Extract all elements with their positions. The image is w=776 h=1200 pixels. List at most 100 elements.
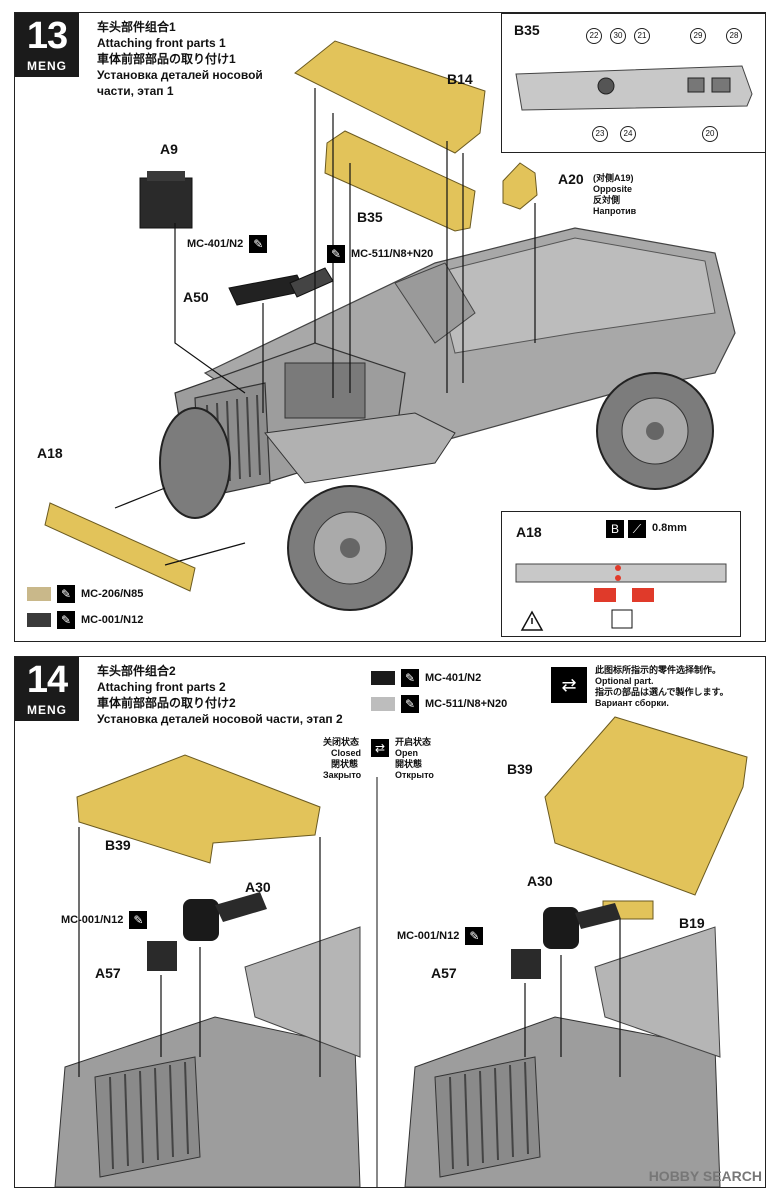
callout-20: 20	[702, 126, 718, 142]
brush-icon: ✎	[57, 611, 75, 629]
meng-logo: MENG	[27, 703, 67, 717]
inset-a18-label: A18	[516, 524, 542, 540]
guide-lines	[114, 88, 536, 566]
callout-24: 24	[620, 126, 636, 142]
bumper-a18	[44, 502, 196, 592]
part-a30-left	[183, 899, 219, 941]
grille-slots-left	[109, 1061, 189, 1170]
callout-28: 28	[726, 28, 742, 44]
callout-30: 30	[610, 28, 626, 44]
optional-icon: ⇄	[551, 667, 587, 703]
optional-cn: 此图标所指示的零件选择制作。	[595, 665, 722, 675]
step-14-badge: 14 MENG	[15, 657, 79, 721]
guide-lines-left	[78, 827, 321, 1077]
step-14-panel: 14 MENG 车头部件组合2 Attaching front parts 2 …	[14, 656, 766, 1188]
brush-icon: ✎	[129, 911, 148, 929]
paint-callout-right: MC-001/N12 ✎	[397, 927, 484, 945]
title-cn: 车头部件组合1	[97, 20, 176, 34]
title-cn: 车头部件组合2	[97, 664, 176, 678]
a20-note-ru: Напротив	[593, 206, 637, 216]
a20-note-en: Opposite	[593, 184, 633, 194]
windshield-right	[594, 926, 721, 1058]
inset-a18: A18 B ⟋ 0.8mm	[501, 511, 741, 637]
rear-wheel	[596, 372, 714, 490]
legend-code: MC-206/N85	[81, 588, 144, 600]
brush-icon: ✎	[327, 245, 345, 263]
label-a57-left: A57	[95, 965, 121, 981]
paint-callout-a50: MC-401/N2 ✎	[187, 235, 268, 253]
step-13-titles: 车头部件组合1 Attaching front parts 1 車体前部部品の取…	[97, 19, 263, 99]
jeep-cowl	[394, 262, 476, 344]
inset-b35-drawing	[515, 65, 753, 111]
left-front-wheel	[159, 407, 231, 519]
step-13-badge: 13 MENG	[15, 13, 79, 77]
label-a50: A50	[183, 289, 209, 305]
color-swatch	[371, 697, 395, 711]
part-b14	[294, 40, 486, 154]
label-a9: A9	[160, 141, 178, 157]
legend-row-1: ✎ MC-206/N85	[27, 585, 143, 603]
paint-code: MC-001/N12	[397, 930, 460, 942]
label-a20: A20	[558, 171, 584, 187]
open-ru: Открыто	[395, 770, 434, 780]
title-ru: Установка деталей носовой	[97, 68, 263, 82]
paint-row-1: ✎ MC-401/N2	[371, 669, 481, 687]
part-arm	[289, 267, 334, 298]
step-14-illustration	[54, 716, 748, 1187]
step-14-number: 14	[26, 659, 68, 701]
label-b14: B14	[447, 71, 473, 87]
label-a57-right: A57	[431, 965, 457, 981]
part-a57-right	[511, 949, 541, 979]
grille-right	[434, 1056, 541, 1178]
color-swatch	[27, 587, 51, 601]
title-en: Attaching front parts 2	[97, 680, 226, 694]
part-a9	[139, 177, 193, 229]
guide-lines-right	[524, 919, 621, 1077]
step-13-panel: 13 MENG 车头部件组合1 Attaching front parts 1 …	[14, 12, 766, 642]
title-en: Attaching front parts 1	[97, 36, 226, 50]
inset-b35: B35 22 30 21 29 28 23 24 20	[501, 13, 765, 153]
step-13-illustration	[44, 40, 736, 611]
brush-icon: ✎	[57, 585, 75, 603]
legend-code: MC-001/N12	[81, 614, 144, 626]
part-a20	[502, 162, 538, 210]
part-a57-left	[147, 941, 177, 971]
callout-23: 23	[592, 126, 608, 142]
step-13-number: 13	[26, 15, 68, 57]
title-jp: 車体前部部品の取り付け2	[97, 696, 236, 710]
closed-cn: 关闭状态	[323, 737, 360, 747]
open-en: Open	[395, 748, 419, 758]
label-b39-left: B39	[105, 837, 131, 853]
paint-code: MC-401/N2	[187, 238, 244, 250]
part-b35	[324, 130, 476, 232]
closed-jp: 閉状態	[331, 759, 359, 769]
closed-en: Closed	[331, 748, 362, 758]
label-a18: A18	[37, 445, 63, 461]
color-swatch	[371, 671, 395, 685]
optional-ru: Вариант сборки.	[595, 698, 669, 708]
a20-note-jp: 反対側	[593, 195, 621, 205]
paint-row-2: ✎ MC-511/N8+N20	[371, 695, 507, 713]
open-jp: 開状態	[395, 759, 423, 769]
paint-callout-left: MC-001/N12 ✎	[61, 911, 148, 929]
brush-icon: ✎	[465, 927, 484, 945]
front-fender	[264, 412, 456, 484]
option-switch-icon: ⇄	[371, 739, 389, 757]
inset-a18-drawing	[515, 563, 727, 631]
label-a30-left: A30	[245, 879, 271, 895]
brush-icon: ✎	[401, 669, 419, 687]
label-b19: B19	[679, 915, 705, 931]
hood-b39-open	[544, 716, 748, 896]
grille-slots-right	[449, 1061, 529, 1170]
paint-code: MC-401/N2	[425, 672, 482, 684]
label-b39-right: B39	[507, 761, 533, 777]
paint-code: MC-001/N12	[61, 914, 124, 926]
windshield-left	[244, 926, 361, 1058]
callout-22: 22	[586, 28, 602, 44]
drill-bit-icon: B	[606, 520, 624, 538]
optional-jp: 指示の部品は選んで製作します。	[595, 687, 729, 697]
paint-code: MC-511/N8+N20	[351, 248, 434, 260]
meng-logo: MENG	[27, 59, 67, 73]
color-swatch	[27, 613, 51, 627]
callout-29: 29	[690, 28, 706, 44]
